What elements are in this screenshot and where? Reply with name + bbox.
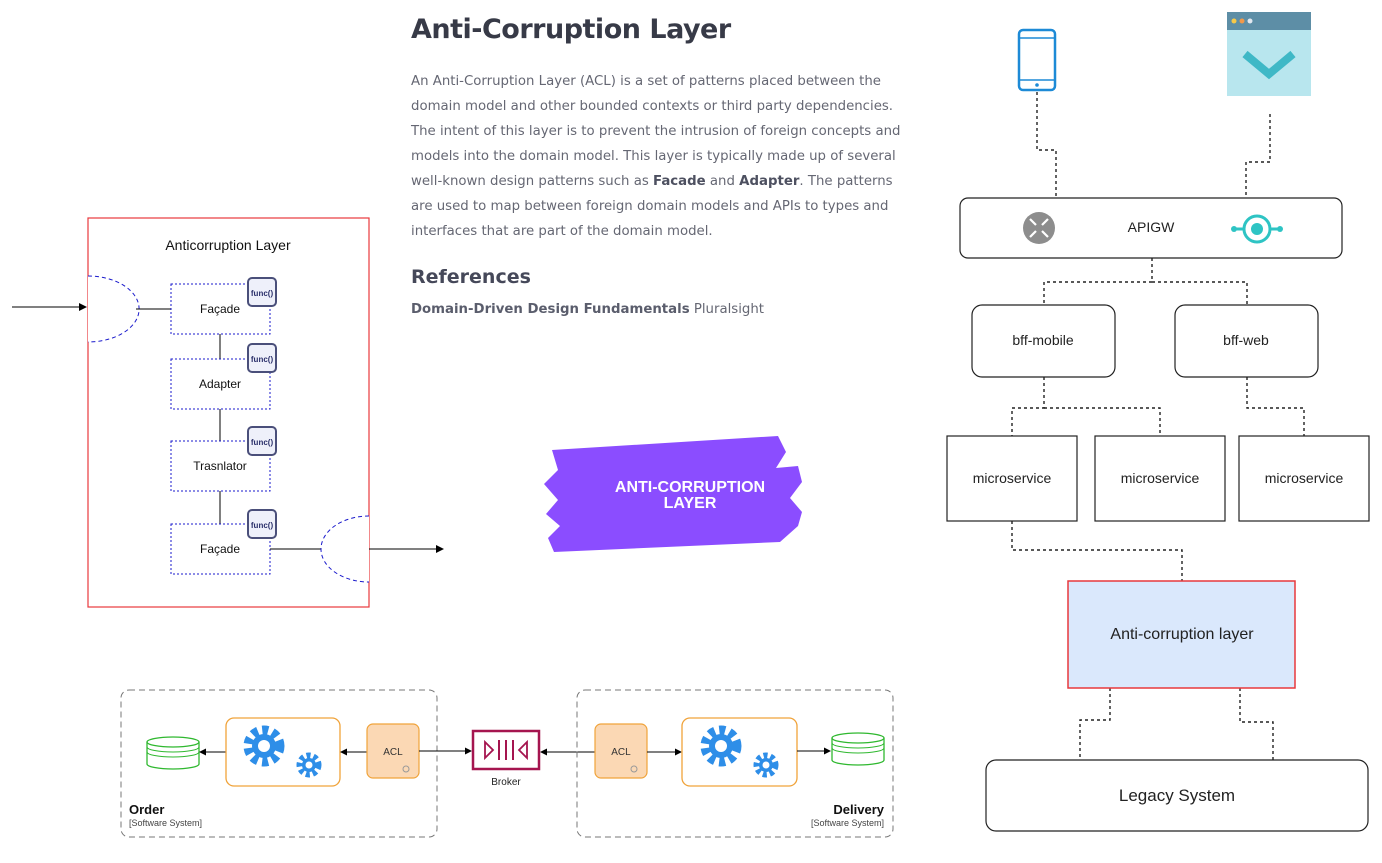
svg-text:APIGW: APIGW: [1128, 219, 1175, 235]
svg-text:Façade: Façade: [200, 542, 240, 556]
microservice-box: microservice: [1238, 435, 1370, 522]
svg-text:bff-mobile: bff-mobile: [1012, 332, 1073, 348]
bff-mobile-box: bff-mobile: [971, 304, 1116, 378]
svg-text:func(): func(): [251, 355, 274, 364]
gateway-node-icon: [1231, 214, 1283, 244]
context-map-diagram: Order [Software System] ACL Broker Deliv…: [120, 689, 894, 838]
article-text-2: . The patterns are used to map between f…: [411, 174, 893, 239]
svg-text:microservice: microservice: [1121, 470, 1200, 486]
svg-text:ACL: ACL: [611, 747, 631, 758]
translator-box: Trasnlator: [170, 440, 271, 492]
web-browser-icon: [1227, 12, 1311, 96]
svg-text:Legacy System: Legacy System: [1119, 786, 1235, 805]
svg-text:func(): func(): [251, 521, 274, 530]
svg-text:Anti-corruption layer: Anti-corruption layer: [1110, 626, 1254, 643]
function-icon: func(): [247, 343, 277, 373]
banner-brush: [544, 436, 802, 552]
database-icon: [146, 736, 200, 770]
svg-text:ACL: ACL: [383, 747, 403, 758]
acl-banner: ANTI-CORRUPTION LAYER: [544, 436, 802, 552]
order-system-name: Order: [129, 802, 164, 817]
order-system-boundary: [120, 689, 438, 838]
svg-text:bff-web: bff-web: [1223, 332, 1269, 348]
message-broker-icon: [471, 729, 541, 771]
architecture-diagram: APIGW bff-mobile bff-web microservice mi…: [946, 12, 1370, 832]
delivery-system-boundary: [576, 689, 894, 838]
function-icon: func(): [247, 277, 277, 307]
anticorruption-layer-diagram: Anticorruption Layer Façade Adapter Tras…: [12, 217, 444, 608]
anti-corruption-layer-box: Anti-corruption layer: [1067, 580, 1296, 689]
delivery-system-type: [Software System]: [811, 818, 884, 828]
svg-text:Façade: Façade: [200, 302, 240, 316]
article-body: An Anti-Corruption Layer (ACL) is a set …: [411, 69, 911, 244]
reference-link[interactable]: Domain-Driven Design Fundamentals: [411, 302, 690, 317]
facade-term: Facade: [653, 174, 706, 189]
delivery-system-name: Delivery: [833, 802, 884, 817]
gear-icon: [757, 756, 776, 775]
svg-text:func(): func(): [251, 438, 274, 447]
reference-item: Domain-Driven Design Fundamentals Plural…: [411, 302, 911, 317]
router-icon: [1023, 212, 1055, 244]
svg-text:microservice: microservice: [1265, 470, 1344, 486]
connection-lines: [1011, 92, 1305, 760]
legacy-system-box: Legacy System: [985, 759, 1369, 832]
article-text-and: and: [705, 174, 740, 189]
article-text-1: An Anti-Corruption Layer (ACL) is a set …: [411, 74, 901, 189]
gear-icon: [300, 756, 319, 775]
outbound-interface: [320, 515, 370, 583]
order-acl-box: ACL: [366, 723, 420, 779]
mobile-phone-icon: [1017, 28, 1057, 92]
banner-line-2: LAYER: [664, 495, 717, 512]
api-gateway-box: APIGW: [959, 197, 1343, 259]
broker-label: Broker: [491, 777, 521, 788]
svg-text:func(): func(): [251, 289, 274, 298]
microservice-box: microservice: [1094, 435, 1226, 522]
references-heading: References: [411, 266, 531, 288]
function-icon: func(): [247, 426, 277, 456]
banner-line-1: ANTI-CORRUPTION: [615, 479, 765, 496]
bff-web-box: bff-web: [1174, 304, 1319, 378]
article: Anti-Corruption Layer An Anti-Corruption…: [411, 14, 911, 317]
reference-source: Pluralsight: [689, 302, 764, 317]
database-icon: [831, 732, 885, 766]
svg-text:Adapter: Adapter: [199, 377, 241, 391]
order-system-type: [Software System]: [129, 818, 202, 828]
function-icon: func(): [247, 509, 277, 539]
article-title: Anti-Corruption Layer: [411, 14, 731, 45]
microservice-box: microservice: [946, 435, 1078, 522]
layer-title: Anticorruption Layer: [165, 237, 291, 253]
svg-text:microservice: microservice: [973, 470, 1052, 486]
svg-text:Trasnlator: Trasnlator: [193, 459, 247, 473]
delivery-acl-box: ACL: [594, 723, 648, 779]
adapter-term: Adapter: [739, 174, 800, 189]
